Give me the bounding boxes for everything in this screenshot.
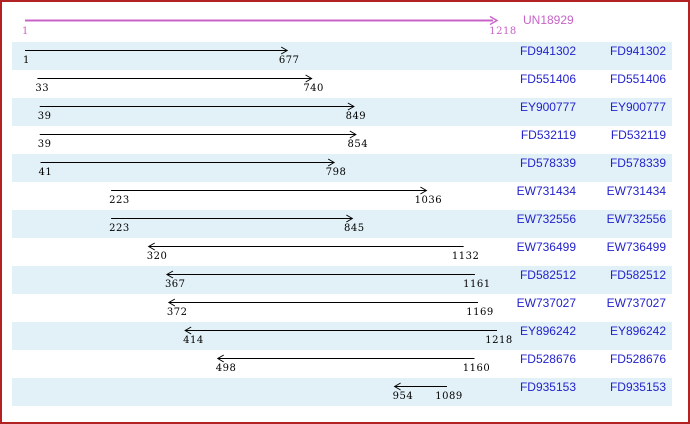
read-arrow-icon bbox=[111, 186, 428, 195]
alignment-row: 1 677 FD941302 FD941302 bbox=[0, 42, 690, 70]
read-arrow-icon bbox=[39, 102, 355, 111]
consensus-start-coord: 1 bbox=[22, 26, 29, 37]
read-arrow-icon bbox=[165, 270, 475, 279]
alignment-row: 367 1161 FD582512 FD582512 bbox=[0, 266, 690, 294]
consensus-arrow-icon bbox=[25, 15, 499, 26]
alignment-row: 33 740 FD551406 FD551406 bbox=[0, 70, 690, 98]
read-arrow-icon bbox=[111, 214, 354, 223]
read-arrow-icon bbox=[393, 382, 447, 391]
accession-link-1[interactable]: EW731434 bbox=[516, 184, 576, 198]
alignment-row: 414 1218 EY896242 EY896242 bbox=[0, 322, 690, 350]
read-start-coord: 39 bbox=[37, 139, 52, 150]
read-end-coord: 740 bbox=[303, 83, 324, 94]
alignment-row: 41 798 FD578339 FD578339 bbox=[0, 154, 690, 182]
read-start-coord: 39 bbox=[37, 111, 52, 122]
read-end-coord: 845 bbox=[344, 223, 365, 234]
alignment-row: 39 854 FD532119 FD532119 bbox=[0, 126, 690, 154]
alignment-row: 39 849 EY900777 EY900777 bbox=[0, 98, 690, 126]
read-arrow-icon bbox=[184, 326, 497, 335]
read-start-coord: 41 bbox=[38, 167, 53, 178]
read-end-coord: 677 bbox=[278, 55, 300, 66]
read-end-coord: 1218 bbox=[485, 335, 513, 346]
accession-link-2[interactable]: EW731434 bbox=[606, 184, 666, 198]
alignment-row: 223 845 EW732556 EW732556 bbox=[0, 210, 690, 238]
read-arrow-icon bbox=[39, 130, 357, 139]
read-end-coord: 1160 bbox=[462, 363, 491, 374]
read-start-coord: 372 bbox=[166, 307, 188, 318]
accession-link-2[interactable]: FD941302 bbox=[609, 44, 666, 58]
read-start-coord: 414 bbox=[183, 335, 204, 346]
read-arrow-icon bbox=[147, 242, 464, 251]
accession-link-2[interactable]: FD578339 bbox=[609, 156, 666, 170]
accession-link-1[interactable]: FD532119 bbox=[520, 128, 576, 142]
accession-link-1[interactable]: FD935153 bbox=[519, 380, 576, 394]
read-arrow-icon bbox=[40, 158, 336, 167]
read-end-coord: 854 bbox=[347, 139, 369, 150]
accession-link-2[interactable]: FD532119 bbox=[610, 128, 666, 142]
read-start-coord: 498 bbox=[215, 363, 237, 374]
read-start-coord: 223 bbox=[109, 195, 130, 206]
read-arrow-icon bbox=[25, 46, 289, 55]
alignment-row: 954 1089 FD935153 FD935153 bbox=[0, 378, 690, 406]
read-end-coord: 1036 bbox=[414, 195, 443, 206]
accession-link-1[interactable]: EY900777 bbox=[519, 100, 576, 114]
accession-link-2[interactable]: FD935153 bbox=[609, 380, 666, 394]
accession-link-2[interactable]: EY896242 bbox=[609, 324, 666, 338]
accession-link-2[interactable]: EY900777 bbox=[609, 100, 666, 114]
alignment-row: 320 1132 EW736499 EW736499 bbox=[0, 238, 690, 266]
read-end-coord: 1161 bbox=[463, 279, 491, 290]
read-end-coord: 1089 bbox=[435, 391, 463, 402]
accession-link-1[interactable]: FD578339 bbox=[519, 156, 576, 170]
read-start-coord: 33 bbox=[35, 83, 50, 94]
read-end-coord: 798 bbox=[325, 167, 347, 178]
accession-link-2[interactable]: EW732556 bbox=[606, 212, 666, 226]
consensus-end-coord: 1218 bbox=[489, 26, 517, 37]
accession-link-1[interactable]: FD941302 bbox=[519, 44, 576, 58]
alignment-row: 498 1160 FD528676 FD528676 bbox=[0, 350, 690, 378]
read-arrow-icon bbox=[167, 298, 478, 307]
read-end-coord: 1132 bbox=[451, 251, 480, 262]
consensus-accession-link[interactable]: UN18929 bbox=[523, 13, 574, 27]
accession-link-2[interactable]: FD582512 bbox=[609, 268, 666, 282]
accession-link-1[interactable]: FD528676 bbox=[519, 352, 576, 366]
accession-link-2[interactable]: FD528676 bbox=[609, 352, 666, 366]
alignment-row: 372 1169 EW737027 EW737027 bbox=[0, 294, 690, 322]
read-start-coord: 320 bbox=[146, 251, 168, 262]
read-end-coord: 1169 bbox=[466, 307, 494, 318]
alignment-row: 223 1036 EW731434 EW731434 bbox=[0, 182, 690, 210]
accession-link-1[interactable]: EW737027 bbox=[516, 296, 576, 310]
accession-link-2[interactable]: EW737027 bbox=[606, 296, 666, 310]
read-end-coord: 849 bbox=[345, 111, 367, 122]
accession-link-1[interactable]: FD551406 bbox=[519, 72, 576, 86]
read-start-coord: 954 bbox=[392, 391, 414, 402]
accession-link-1[interactable]: EY896242 bbox=[519, 324, 576, 338]
accession-link-2[interactable]: FD551406 bbox=[609, 72, 666, 86]
accession-link-1[interactable]: FD582512 bbox=[519, 268, 576, 282]
read-start-coord: 367 bbox=[164, 279, 186, 290]
accession-link-2[interactable]: EW736499 bbox=[606, 240, 666, 254]
read-start-coord: 223 bbox=[109, 223, 130, 234]
read-start-coord: 1 bbox=[23, 55, 30, 66]
accession-link-1[interactable]: EW736499 bbox=[516, 240, 576, 254]
read-arrow-icon bbox=[216, 354, 475, 363]
accession-link-1[interactable]: EW732556 bbox=[516, 212, 576, 226]
read-arrow-icon bbox=[37, 74, 313, 83]
